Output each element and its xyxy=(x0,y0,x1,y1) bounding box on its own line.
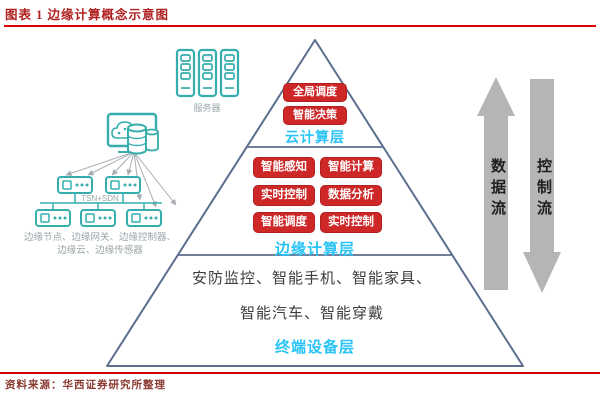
edge-capability-4: 数据分析 xyxy=(320,185,382,206)
cloud-platform-monitor-icon xyxy=(106,112,159,155)
figure-title: 图表 1 边缘计算概念示意图 xyxy=(5,8,170,22)
data-flow-up-arrow xyxy=(477,77,515,290)
edge-capability-2: 智能计算 xyxy=(320,157,382,178)
edge-capability-6: 实时控制 xyxy=(320,212,382,233)
control-flow-label: 控制流 xyxy=(535,158,552,221)
title-divider-line xyxy=(4,25,596,27)
edge-device-list-line2: 边缘云、边缘传感器 xyxy=(57,245,143,256)
router-icon xyxy=(57,176,93,194)
terminal-layer-label: 终端设备层 xyxy=(274,339,355,356)
data-flow-label: 数据流 xyxy=(489,158,506,221)
pyramid-outline xyxy=(106,39,524,367)
router-icon xyxy=(35,209,71,227)
server-icon xyxy=(175,48,196,98)
server-icon xyxy=(197,48,218,98)
terminal-devices-line2: 智能汽车、智能穿戴 xyxy=(239,305,384,322)
edge-layer-label: 边缘计算层 xyxy=(274,241,355,258)
server-icons xyxy=(175,48,240,98)
server-label: 服务器 xyxy=(193,103,221,113)
edge-capability-5: 智能调度 xyxy=(253,212,315,233)
edge-capability-3: 实时控制 xyxy=(253,185,315,206)
router-icon xyxy=(126,209,162,227)
control-flow-down-arrow xyxy=(523,79,561,293)
figure-source: 资料来源：华西证券研究所整理 xyxy=(5,380,166,391)
edge-capability-1: 智能感知 xyxy=(253,157,315,178)
network-bus-lines xyxy=(40,193,162,210)
cloud-capability-global-scheduling: 全局调度 xyxy=(283,83,347,102)
monitor-to-devices-links xyxy=(65,151,177,208)
edge-device-icons xyxy=(35,176,162,227)
router-icon xyxy=(80,209,116,227)
footer-divider-line xyxy=(0,372,600,374)
cloud-capability-intelligent-decision: 智能决策 xyxy=(283,106,347,125)
cloud-layer-label: 云计算层 xyxy=(285,129,345,145)
server-icon xyxy=(219,48,240,98)
edge-device-list-line1: 边缘节点、边缘网关、边缘控制器、 xyxy=(23,232,176,243)
network-protocol-label: TSN+SDN xyxy=(81,194,119,203)
terminal-devices-line1: 安防监控、智能手机、智能家具、 xyxy=(191,270,432,287)
router-icon xyxy=(105,176,141,194)
